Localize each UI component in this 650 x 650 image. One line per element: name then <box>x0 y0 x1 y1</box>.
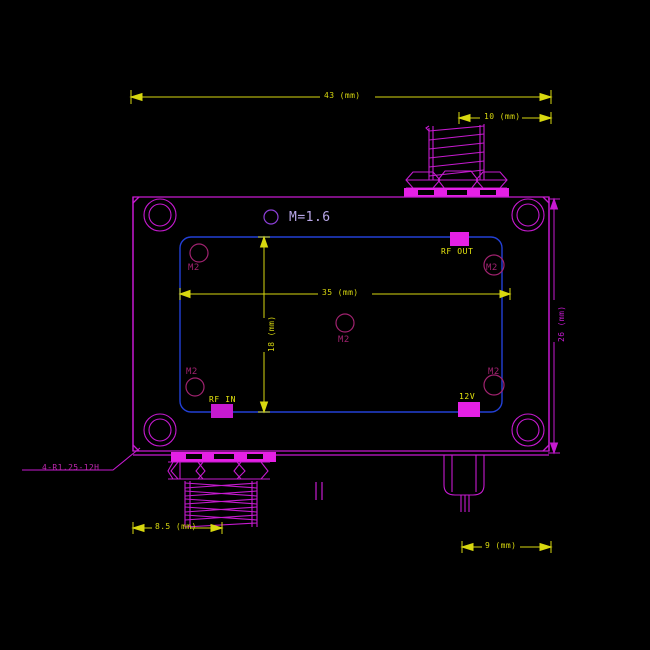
pcb-hole-top-right <box>483 254 505 276</box>
dimension-label-top-connector-offset: 10 (mm) <box>484 112 521 121</box>
dimension-board-height <box>258 235 270 414</box>
pcb-hole-top-left <box>189 243 209 263</box>
label-rf-in: RF IN <box>209 395 237 404</box>
dimension-label-board-height: 18 (mm) <box>267 315 276 352</box>
hole-label-bottom-left: M2 <box>186 367 198 377</box>
dimension-bottom-connector-offset <box>131 522 224 534</box>
dimension-power-connector-offset <box>460 541 553 553</box>
dimension-board-width <box>178 288 512 300</box>
pad-12v <box>458 402 480 417</box>
hole-label-top-right: M2 <box>486 263 498 273</box>
dimension-overall-width <box>129 90 553 104</box>
module-body-outline <box>132 196 550 452</box>
pcb-hole-bottom-left <box>185 377 205 397</box>
dimension-label-overall-height: 26 (mm) <box>557 305 566 342</box>
dimension-top-connector-offset <box>457 112 553 124</box>
hole-label-top-left: M2 <box>188 263 200 273</box>
pcb-hole-center <box>335 313 355 333</box>
corner-hole-bottom-left <box>143 413 177 447</box>
dimension-label-bottom-connector-offset: 8.5 (mm) <box>155 522 197 531</box>
pcb-hole-bottom-right <box>483 374 505 396</box>
thickness-label: M=1.6 <box>289 210 331 225</box>
dimension-label-overall-width: 43 (mm) <box>324 91 361 100</box>
sma-flange-top <box>404 188 509 197</box>
corner-hole-bottom-right <box>511 413 545 447</box>
sma-connector-bottom <box>184 481 258 528</box>
center-tick-mark <box>315 482 323 500</box>
label-12v: 12V <box>459 392 476 401</box>
corner-radius-note: 4-R1.25-12H <box>42 463 100 472</box>
pcb-outline <box>179 236 503 413</box>
dimension-label-power-connector-offset: 9 (mm) <box>485 541 517 550</box>
hole-label-bottom-right: M2 <box>488 367 500 377</box>
sma-flange-bottom <box>171 452 276 462</box>
dimension-label-board-width: 35 (mm) <box>322 288 359 297</box>
corner-hole-top-left <box>143 198 177 232</box>
hole-label-center: M2 <box>338 335 350 345</box>
sma-hexnut-top <box>405 170 508 190</box>
sma-connector-top <box>425 124 485 180</box>
dimension-overall-height <box>548 197 560 455</box>
corner-radius-leader <box>22 447 141 471</box>
corner-hole-top-right <box>511 198 545 232</box>
pad-rf-in <box>211 404 233 418</box>
label-rf-out: RF OUT <box>441 247 474 256</box>
pad-rf-out <box>450 232 469 246</box>
thickness-callout-circle <box>263 209 279 225</box>
sma-hexnut-bottom <box>167 461 270 480</box>
dc-power-connector <box>443 455 485 512</box>
